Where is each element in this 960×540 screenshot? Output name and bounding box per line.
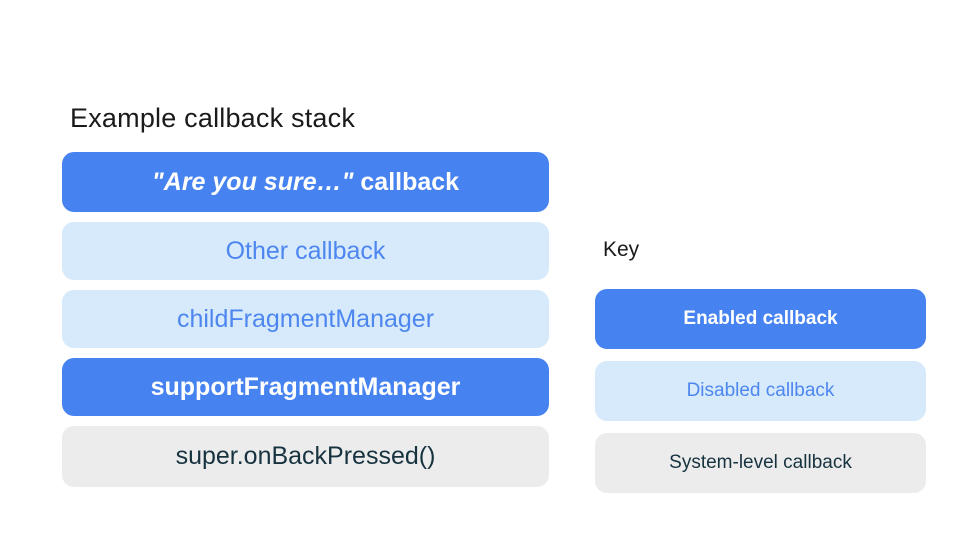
key-item-enabled-callback: Enabled callback — [595, 289, 926, 349]
key-item-system-level-callback: System-level callback — [595, 433, 926, 493]
key-item-disabled-callback: Disabled callback — [595, 361, 926, 421]
stack-title: Example callback stack — [70, 103, 356, 133]
stack-item-are-you-sure-callback: "Are you sure…" callback — [62, 152, 549, 212]
callback-stack: "Are you sure…" callback Other callback … — [62, 152, 549, 487]
key-legend: Enabled callback Disabled callback Syste… — [595, 289, 926, 493]
stack-item-super-on-back-pressed: super.onBackPressed() — [62, 426, 549, 487]
stack-item-rest-text: callback — [353, 167, 460, 196]
stack-item-quoted-text: "Are you sure…" — [151, 167, 354, 196]
key-title: Key — [603, 238, 640, 261]
stack-item-other-callback: Other callback — [62, 222, 549, 280]
stack-item-support-fragment-manager: supportFragmentManager — [62, 358, 549, 416]
stack-item-child-fragment-manager: childFragmentManager — [62, 290, 549, 348]
